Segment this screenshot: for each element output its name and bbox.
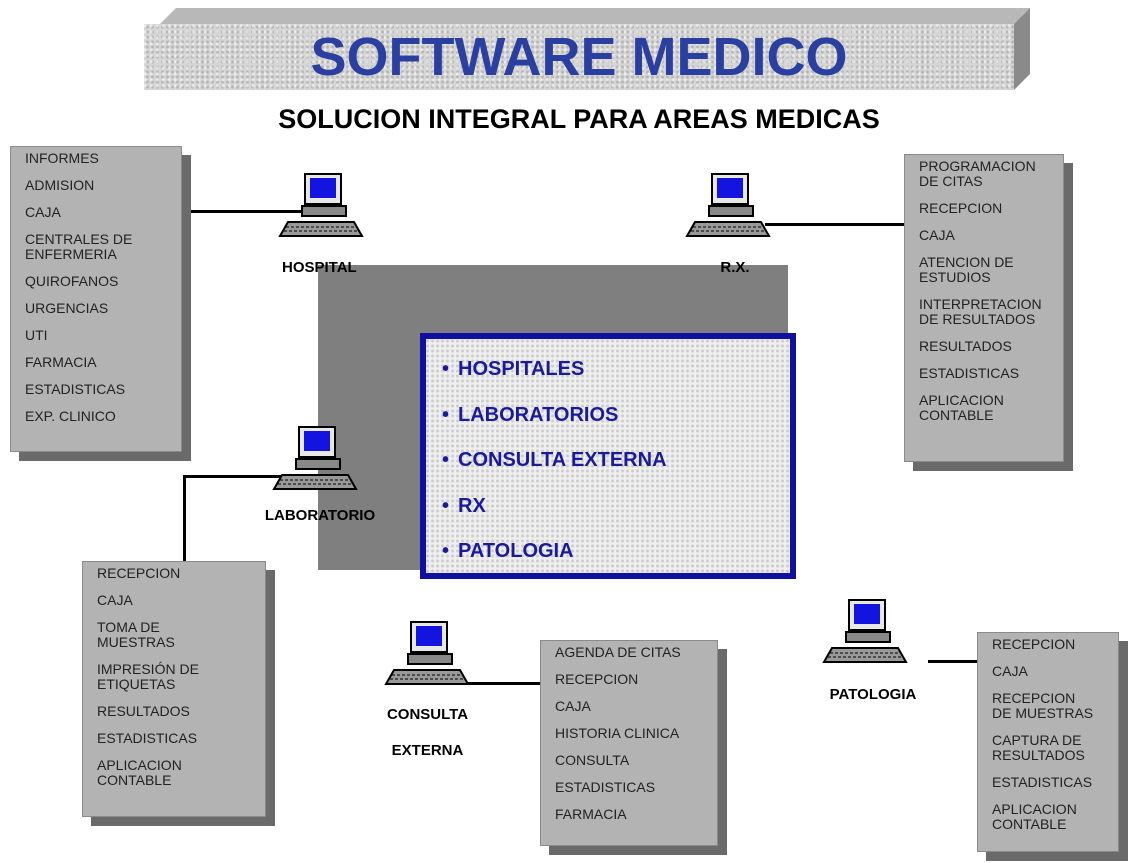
panel-laboratorio: RECEPCION CAJA TOMA DE MUESTRAS IMPRESIÓ… (82, 561, 266, 817)
list-item: CAJA (97, 592, 133, 608)
list-item: RECEPCION DE MUESTRAS (992, 690, 1094, 721)
node-label-rx: R.X. (720, 259, 750, 276)
list-item: APLICACION CONTABLE (992, 801, 1077, 832)
list-item: CONSULTA (555, 752, 630, 768)
center-item: •RX (442, 494, 486, 517)
node-label-laboratorio: LABORATORIO (264, 507, 376, 524)
list-item: RECEPCION (97, 565, 181, 581)
page-subtitle: SOLUCION INTEGRAL PARA AREAS MEDICAS (278, 104, 880, 134)
list-item: CENTRALES DE ENFERMERIA (25, 231, 133, 262)
node-label-consulta-line2: EXTERNA (391, 742, 464, 759)
connector-rx (765, 223, 905, 226)
node-label-hospital: HOSPITAL (282, 259, 357, 276)
computer-icon (685, 173, 771, 237)
center-item: •PATOLOGIA (442, 540, 574, 562)
list-item: AGENDA DE CITAS (555, 644, 681, 660)
list-item: ESTADISTICAS (25, 381, 126, 397)
list-item: ESTADISTICAS (97, 730, 198, 746)
list-item: URGENCIAS (25, 300, 109, 316)
center-item: •CONSULTA EXTERNA (442, 449, 667, 471)
list-item: RESULTADOS (97, 703, 190, 719)
center-item: •HOSPITALES (442, 358, 585, 380)
center-item: •LABORATORIOS (442, 403, 619, 426)
node-label-patologia: PATOLOGIA (829, 686, 917, 703)
list-item: CAPTURA DE RESULTADOS (992, 732, 1085, 763)
list-item: FARMACIA (555, 806, 627, 822)
title-banner (144, 24, 1014, 90)
list-item: INFORMES (25, 150, 99, 166)
list-item: RECEPCION (992, 636, 1076, 652)
computer-icon (384, 621, 470, 685)
list-item: EXP. CLINICO (25, 408, 116, 424)
list-item: CAJA (919, 227, 955, 243)
list-item: ATENCION DE ESTUDIOS (919, 254, 1014, 285)
center-area-list: •HOSPITALES •LABORATORIOS •CONSULTA EXTE… (442, 352, 667, 580)
list-item: APLICACION CONTABLE (97, 757, 182, 788)
list-item: CAJA (25, 204, 61, 220)
list-item: RECEPCION (555, 671, 639, 687)
list-item: RESULTADOS (919, 338, 1012, 354)
list-item: QUIROFANOS (25, 273, 119, 289)
center-box (420, 333, 796, 579)
list-item: ESTADISTICAS (555, 779, 656, 795)
list-item: IMPRESIÓN DE ETIQUETAS (97, 661, 199, 692)
list-item: RECEPCION (919, 200, 1003, 216)
banner-side-face (1014, 8, 1030, 90)
connector-lab-v (183, 475, 186, 561)
list-item: TOMA DE MUESTRAS (97, 619, 175, 650)
computer-icon (272, 426, 358, 490)
list-item: ADMISION (25, 177, 95, 193)
list-item: ESTADISTICAS (992, 774, 1093, 790)
panel-rx: PROGRAMACION DE CITAS RECEPCION CAJA ATE… (904, 154, 1064, 462)
computer-icon (822, 599, 908, 663)
connector-patologia (928, 660, 978, 663)
node-label-consulta-line1: CONSULTA (386, 706, 469, 723)
list-item: UTI (25, 327, 48, 343)
list-item: PROGRAMACION DE CITAS (919, 158, 1036, 189)
list-item: APLICACION CONTABLE (919, 392, 1004, 423)
connector-consulta (462, 682, 540, 685)
list-item: HISTORIA CLINICA (555, 725, 680, 741)
panel-patologia: RECEPCION CAJA RECEPCION DE MUESTRAS CAP… (977, 632, 1119, 852)
list-item: ESTADISTICAS (919, 365, 1020, 381)
list-item: INTERPRETACION DE RESULTADOS (919, 296, 1042, 327)
computer-icon (278, 173, 364, 237)
panel-consulta: AGENDA DE CITAS RECEPCION CAJA HISTORIA … (540, 640, 718, 846)
list-item: CAJA (555, 698, 591, 714)
panel-hospital: INFORMES ADMISION CAJA CENTRALES DE ENFE… (10, 146, 182, 452)
list-item: CAJA (992, 663, 1028, 679)
banner-top-face (160, 8, 1030, 24)
connector-lab-h (183, 475, 291, 478)
connector-hospital (182, 210, 310, 213)
page-title: SOFTWARE MEDICO (310, 27, 848, 87)
list-item: FARMACIA (25, 354, 97, 370)
